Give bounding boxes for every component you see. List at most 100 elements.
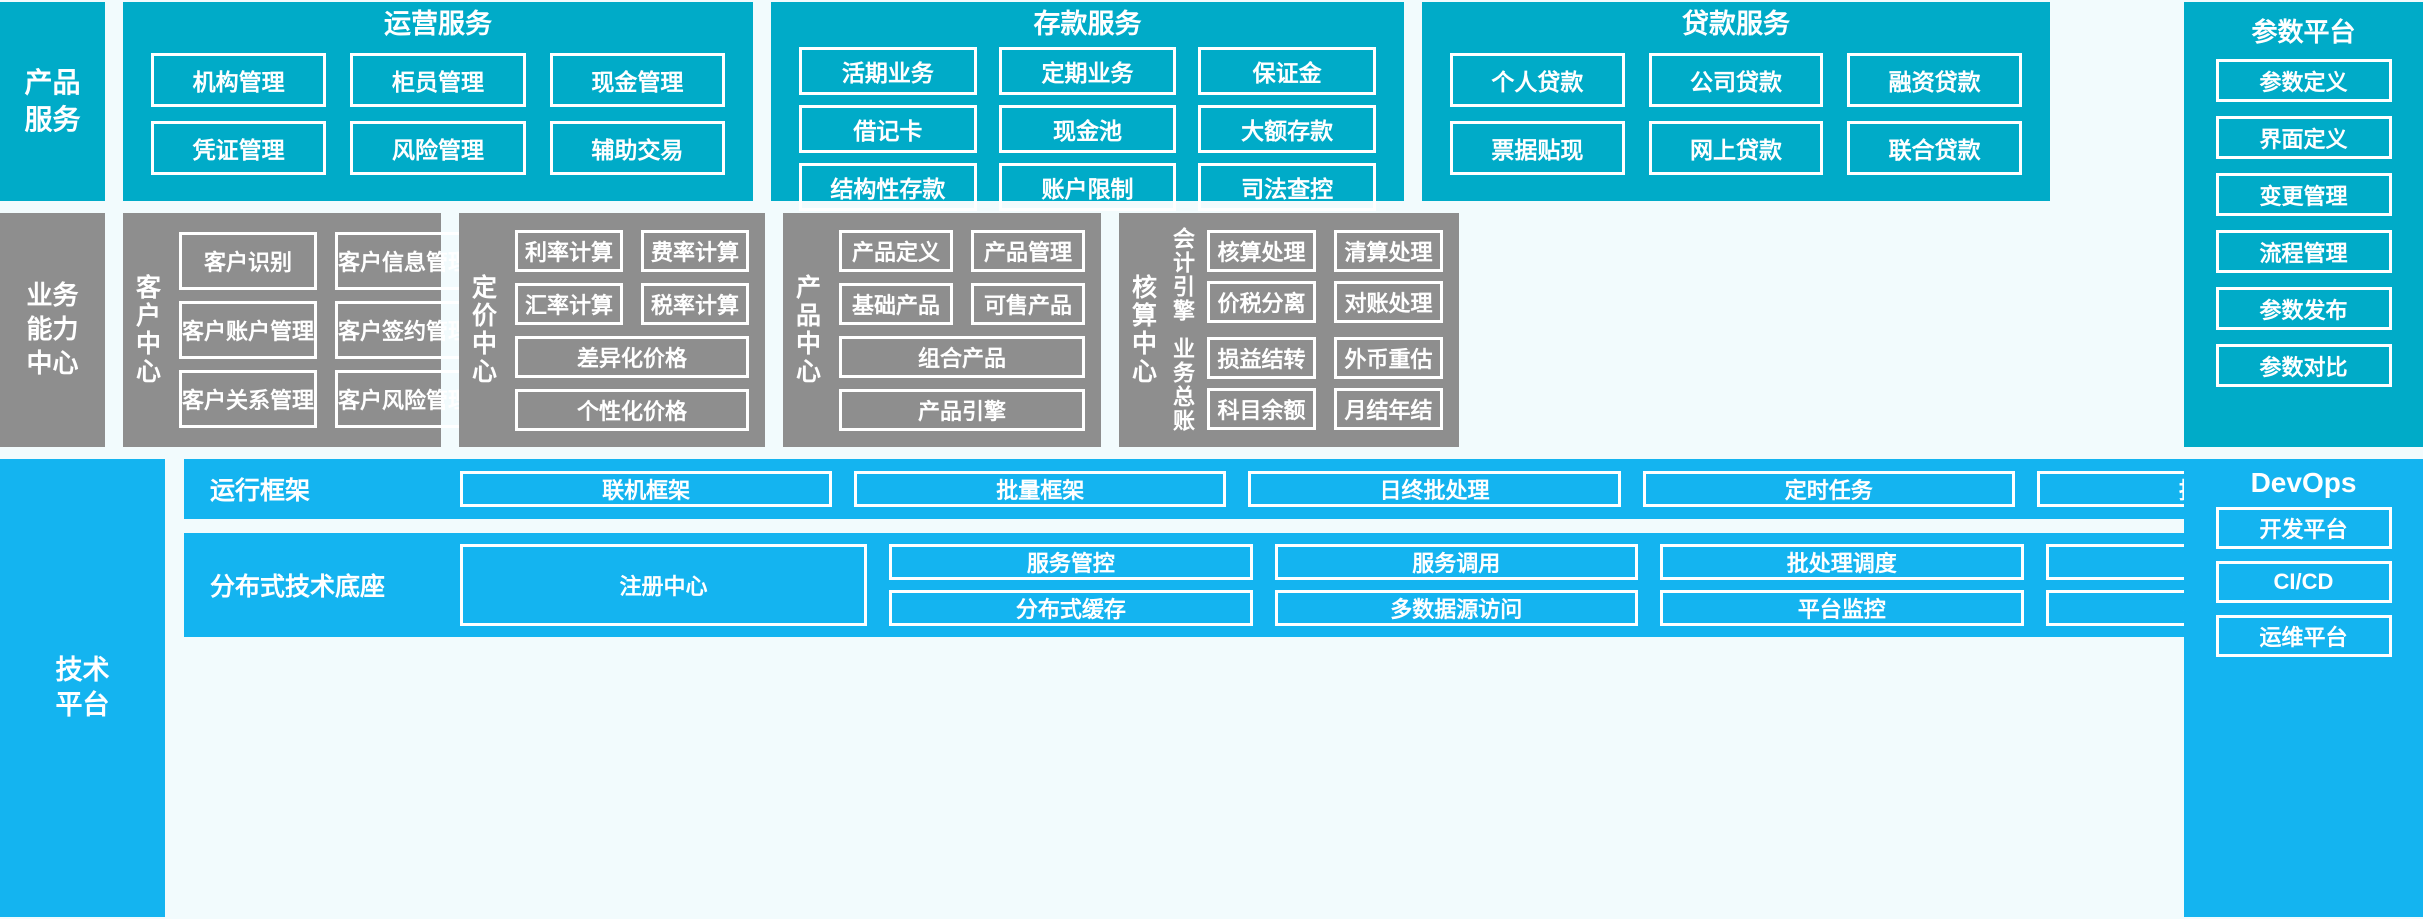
module-card[interactable]: 客户识别 [179,232,318,290]
module-card[interactable]: 客户关系管理 [179,370,318,428]
parameter-item[interactable]: 参数对比 [2215,344,2392,387]
group-title-deposit-services: 存款服务 [1033,9,1142,39]
module-card[interactable]: 批量框架 [854,471,1227,507]
module-card[interactable]: 分布式缓存 [889,590,1253,626]
module-card[interactable]: 大额存款 [1198,105,1376,153]
tech-row-cells-runtime-framework: 联机框架 批量框架 日终批处理 定时任务 技术组件 [460,471,2409,507]
devops-item[interactable]: CI/CD [2215,561,2392,603]
column-parameter-platform: 参数平台 参数定义 界面定义 变更管理 流程管理 参数发布 参数对比 [2184,2,2423,447]
accounting-subgroup-cells: 核算处理 清算处理 价税分离 对账处理 损益结转 外币重估 科目余额 月结年结 [1199,213,1459,447]
module-card[interactable]: 客户签约管理 [335,301,474,359]
group-grid-product-center: 产品定义 产品管理 基础产品 可售产品 组合产品 产品引擎 [829,213,1101,447]
module-card[interactable]: 科目余额 [1207,388,1316,430]
layer-technology-platform: 技术 平台 运行框架 联机框架 批量框架 日终批处理 定时任务 技术组件 分布式… [0,459,2423,917]
module-card[interactable]: 机构管理 [151,53,327,107]
group-title-accounting-center: 核算中心 [1128,274,1157,386]
module-card-wide[interactable]: 产品引擎 [839,388,1085,431]
module-card-registry[interactable]: 注册中心 [460,544,868,626]
group-title-pricing-center: 定价中心 [468,274,497,386]
accounting-subgroups: 会计引擎 业务总账 核算处理 清算处理 价税分离 对账处理 损益结转 外币重估 [1165,213,1459,447]
accounting-subgroup-labels: 会计引擎 业务总账 [1165,213,1199,447]
parameter-item[interactable]: 参数发布 [2215,287,2392,330]
module-card[interactable]: 票据贴现 [1450,121,1625,175]
layer-label-technology-platform: 技术 平台 [0,459,165,917]
module-card[interactable]: 产品管理 [971,229,1085,272]
layer-label-line2: 能力 [26,314,79,345]
tech-row-name-distributed-base: 分布式技术底座 [210,573,386,601]
module-card[interactable]: 柜员管理 [350,53,526,107]
layer-label-line3: 中心 [26,347,79,378]
parameter-item[interactable]: 流程管理 [2215,230,2392,273]
module-card[interactable]: 产品定义 [839,229,953,272]
tech-row-name-runtime-framework: 运行框架 [210,477,311,505]
module-card[interactable]: 现金池 [998,105,1177,153]
group-product-center: 产品中心 产品定义 产品管理 基础产品 可售产品 组合产品 产品引擎 [783,213,1101,447]
module-card[interactable]: 融资贷款 [1847,53,2022,107]
module-card-wide[interactable]: 差异化价格 [515,335,749,378]
group-grid-operation-services: 机构管理 柜员管理 现金管理 凭证管理 风险管理 辅助交易 [123,53,753,191]
module-card[interactable]: 借记卡 [799,105,977,153]
module-card[interactable]: 服务管控 [889,544,1253,580]
module-card[interactable]: 定时任务 [1642,471,2015,507]
layer-label-line2: 平台 [55,690,110,720]
devops-item[interactable]: 开发平台 [2215,507,2392,549]
module-card[interactable]: 税率计算 [641,282,749,325]
module-card[interactable]: 利率计算 [515,229,623,272]
module-card[interactable]: 清算处理 [1334,230,1443,272]
layer-label-line2: 服务 [24,103,81,135]
group-grid-pricing-center: 利率计算 费率计算 汇率计算 税率计算 差异化价格 个性化价格 [505,213,765,447]
parameter-platform-list: 参数定义 界面定义 变更管理 流程管理 参数发布 参数对比 [2215,59,2392,387]
layer-label-line1: 技术 [55,654,110,685]
module-card[interactable]: 结构性存款 [799,163,977,211]
module-card[interactable]: 外币重估 [1334,337,1443,379]
parameter-item[interactable]: 界面定义 [2215,116,2392,159]
module-card[interactable]: 平台监控 [1660,590,2024,626]
module-card[interactable]: 现金管理 [549,53,725,107]
module-card-wide[interactable]: 个性化价格 [515,388,749,431]
module-card[interactable]: 日终批处理 [1248,471,1621,507]
module-card[interactable]: 账户限制 [998,163,1177,211]
layer-product-service: 产品 服务 运营服务 机构管理 柜员管理 现金管理 凭证管理 风险管理 辅助交易… [0,2,2423,211]
module-card[interactable]: 个人贷款 [1450,53,1625,107]
module-card[interactable]: 可售产品 [971,282,1085,325]
module-card[interactable]: 月结年结 [1334,388,1443,430]
module-card[interactable]: 客户风险管理 [335,370,474,428]
technology-rows: 运行框架 联机框架 批量框架 日终批处理 定时任务 技术组件 分布式技术底座 注… [184,459,2423,917]
module-card[interactable]: 公司贷款 [1648,53,1824,107]
module-card[interactable]: 多数据源访问 [1274,590,1639,626]
module-card[interactable]: 价税分离 [1207,281,1316,323]
module-card[interactable]: 联机框架 [460,471,833,507]
module-card[interactable]: 凭证管理 [151,121,327,175]
module-card[interactable]: 客户信息管理 [335,232,474,290]
module-card[interactable]: 保证金 [1198,47,1376,95]
module-card[interactable]: 联合贷款 [1847,121,2022,175]
spacer [1199,323,1459,337]
layer-label-business-capability: 业务 能力 中心 [0,213,105,447]
parameter-item[interactable]: 参数定义 [2215,59,2392,102]
module-card[interactable]: 汇率计算 [515,282,623,325]
module-card[interactable]: 客户账户管理 [179,301,318,359]
module-card-wide[interactable]: 组合产品 [839,335,1085,378]
group-grid-customer-center: 客户识别 客户信息管理 客户账户管理 客户签约管理 客户关系管理 客户风险管理 [169,213,489,447]
module-card[interactable]: 司法查控 [1198,163,1376,211]
devops-item[interactable]: 运维平台 [2215,615,2392,657]
module-card[interactable]: 基础产品 [839,282,953,325]
group-loan-services: 贷款服务 个人贷款 公司贷款 融资贷款 票据贴现 网上贷款 联合贷款 [1422,2,2050,201]
subgroup-title-business-ledger: 业务总账 [1170,337,1195,433]
layer-label-line1: 产品 [24,67,81,99]
module-card[interactable]: 风险管理 [350,121,526,175]
module-card[interactable]: 定期业务 [998,47,1177,95]
module-card[interactable]: 费率计算 [641,229,749,272]
module-card[interactable]: 对账处理 [1334,281,1443,323]
module-card[interactable]: 损益结转 [1207,337,1316,379]
module-card[interactable]: 服务调用 [1274,544,1639,580]
parameter-item[interactable]: 变更管理 [2215,173,2392,216]
group-title-operation-services: 运营服务 [384,9,492,39]
module-card[interactable]: 网上贷款 [1648,121,1824,175]
module-card[interactable]: 核算处理 [1207,230,1316,272]
module-card[interactable]: 辅助交易 [549,121,725,175]
tech-row-distributed-base: 分布式技术底座 注册中心 服务管控 服务调用 批处理调度 配置管理 分布式缓存 … [184,533,2423,637]
module-card[interactable]: 批处理调度 [1660,544,2024,580]
module-card[interactable]: 活期业务 [799,47,977,95]
